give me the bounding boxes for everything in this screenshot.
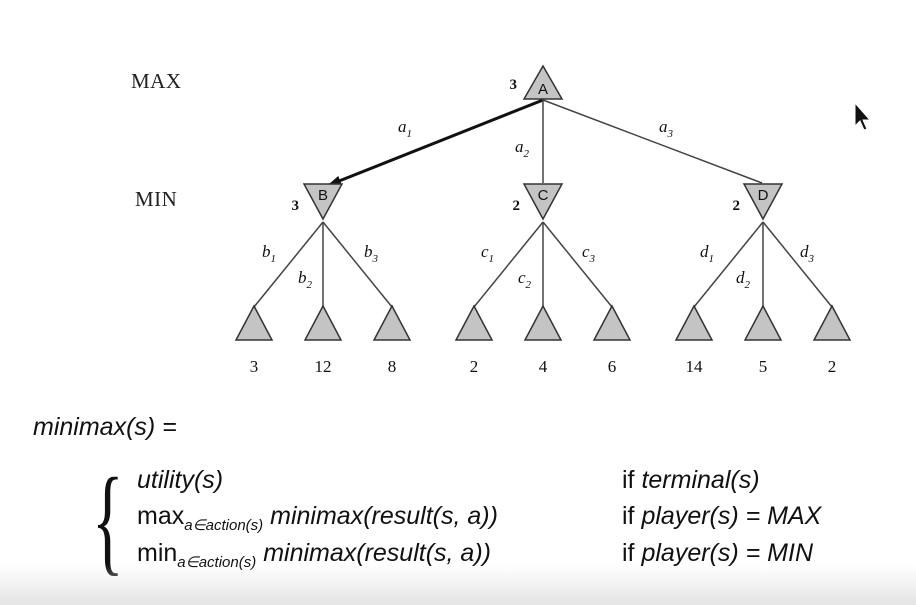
edge-d1	[693, 221, 764, 308]
leaf-value-5: 4	[539, 357, 548, 376]
leaf-node-9	[812, 304, 852, 341]
leaf-value-3: 8	[388, 357, 397, 376]
min-node-shape-c	[522, 183, 564, 221]
leaf-value-9: 2	[828, 357, 837, 376]
action-label-a3: a3	[659, 117, 674, 140]
min-node-shape-b	[302, 183, 344, 221]
minimax-formula-head: minimax(s) =	[33, 413, 177, 441]
leaf-value-6: 6	[608, 357, 617, 376]
formula-row-1-condition: terminal(s)	[641, 466, 760, 494]
min-row-label: MIN	[135, 187, 178, 211]
formula-row-3-body: minimax(result(s, a))	[263, 539, 491, 567]
max-node-shape	[522, 64, 564, 100]
leaf-node-7	[674, 304, 714, 341]
formula-row-1-cond: if terminal(s)	[622, 466, 760, 495]
action-label-c2: c2	[518, 268, 532, 291]
formula-row-1-expr: utility(s)	[137, 466, 224, 494]
leaf-node-1	[234, 304, 274, 341]
leaf-node-5	[523, 304, 563, 341]
formula-row-2-condition: player(s) = MAX	[641, 502, 822, 530]
action-label-b1: b1	[262, 242, 276, 265]
max-node-value: 3	[510, 77, 518, 93]
leaf-node-2	[303, 304, 343, 341]
leaf-node-3	[372, 304, 412, 341]
formula-row-3-op: min	[137, 539, 178, 567]
formula-row-3-expr: mina∈action(s) minimax(result(s, a))	[137, 539, 491, 571]
max-node-label: A	[538, 81, 548, 98]
edge-b1	[253, 221, 324, 308]
edge-a3	[542, 99, 763, 184]
formula-row-2-cond: if player(s) = MAX	[622, 502, 821, 531]
formula-row-1-if: if	[622, 466, 635, 494]
action-label-d1: d1	[700, 242, 714, 265]
min-node-value-c: 2	[513, 198, 521, 214]
action-label-b3: b3	[364, 242, 379, 265]
formula-row-2-expr: maxa∈action(s) minimax(result(s, a))	[137, 502, 498, 534]
min-node-label-d: D	[758, 187, 769, 204]
formula-row-3-if: if	[622, 539, 635, 567]
edge-b3	[322, 221, 393, 308]
mouse-cursor-icon	[854, 101, 872, 131]
leaf-value-4: 2	[470, 357, 479, 376]
leaf-value-1: 3	[250, 357, 259, 376]
game-tree: A 3 B 3 C 2 D 2 3 12 8 2 4 6 14 5	[234, 64, 872, 376]
formula-row-2-op: max	[137, 502, 185, 530]
leaf-node-8	[743, 304, 783, 341]
leaf-node-6	[592, 304, 632, 341]
leaf-node-4	[454, 304, 494, 341]
min-node-shape-d	[742, 183, 784, 221]
min-node-value-b: 3	[292, 198, 300, 214]
min-node-label-b: B	[318, 187, 328, 204]
formula-row-2-body: minimax(result(s, a))	[270, 502, 498, 530]
action-label-c1: c1	[481, 242, 494, 265]
min-node-label-c: C	[538, 187, 549, 204]
edge-c3	[542, 221, 613, 308]
cases-brace: {	[92, 453, 124, 586]
action-label-d3: d3	[800, 242, 815, 265]
action-label-d2: d2	[736, 268, 751, 291]
action-label-a1: a1	[398, 117, 412, 140]
min-node-value-d: 2	[733, 198, 741, 214]
max-row-label: MAX	[131, 69, 182, 93]
action-label-c3: c3	[582, 242, 596, 265]
edge-c1	[473, 221, 544, 308]
formula-row-3-cond: if player(s) = MIN	[622, 539, 813, 568]
edge-a1	[327, 98, 544, 187]
bottom-shadow	[0, 565, 916, 605]
leaf-value-2: 12	[315, 357, 332, 376]
action-label-a2: a2	[515, 137, 530, 160]
formula-row-2-if: if	[622, 502, 635, 530]
leaf-value-8: 5	[759, 357, 768, 376]
formula-row-3-condition: player(s) = MIN	[641, 539, 814, 567]
formula-row-2-sub: a∈action(s)	[184, 517, 264, 534]
action-label-b2: b2	[298, 268, 313, 291]
edge-d3	[762, 221, 833, 308]
leaf-value-7: 14	[686, 357, 704, 376]
